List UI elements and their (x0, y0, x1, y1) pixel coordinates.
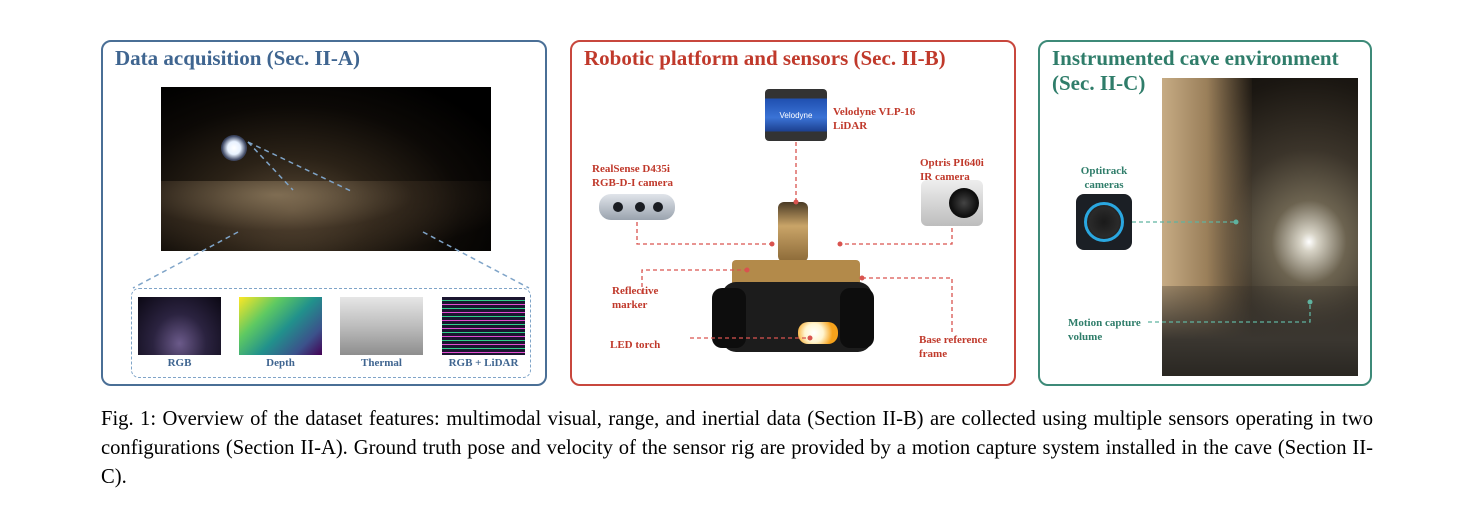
panel-title: Robotic platform and sensors (Sec. II-B) (584, 46, 946, 70)
figure-caption: Fig. 1: Overview of the dataset features… (101, 408, 1373, 488)
optitrack-camera-image (1076, 194, 1132, 250)
led-torch-label: LED torch (610, 339, 661, 351)
depth-label: Depth (266, 357, 295, 369)
thermal-thumbnail (340, 297, 423, 355)
panel-title: Data acquisition (Sec. II-A) (115, 46, 360, 70)
depth-thumbnail (239, 297, 322, 355)
cave-environment-panel: Instrumented cave environment (Sec. II-C… (1038, 40, 1372, 386)
cave-photo (1162, 78, 1358, 376)
robot-platform-image (712, 202, 874, 352)
rgb-lidar-label: RGB + LiDAR (448, 357, 519, 369)
cave-acquisition-image (161, 87, 491, 251)
data-acquisition-panel: Data acquisition (Sec. II-A) RGB Depth T… (101, 40, 547, 386)
reflective-marker-label: Reflective marker (612, 285, 659, 311)
panel-title: Instrumented cave environment (Sec. II-C… (1052, 46, 1339, 95)
velodyne-lidar-image: Velodyne (765, 89, 827, 141)
callout-lines (636, 142, 953, 341)
velodyne-label: Velodyne VLP-16 LiDAR (833, 106, 916, 132)
rgb-thumbnail (138, 297, 221, 355)
rgb-lidar-thumbnail (442, 297, 525, 355)
optitrack-label: Optitrack cameras (1080, 165, 1128, 191)
motion-capture-label: Motion capture volume (1068, 317, 1141, 343)
robotic-platform-panel: Robotic platform and sensors (Sec. II-B)… (570, 40, 1016, 386)
thermal-label: Thermal (361, 357, 402, 369)
realsense-camera-image (599, 194, 675, 220)
rgb-label: RGB (167, 357, 192, 369)
base-frame-label: Base reference frame (919, 334, 988, 360)
optris-ir-camera-image (921, 180, 983, 226)
modality-thumbnails: RGB Depth Thermal RGB + LiDAR (131, 288, 531, 378)
robot-light (221, 135, 247, 161)
callout-lines (1132, 219, 1313, 323)
zoom-lines (132, 141, 530, 289)
realsense-label: RealSense D435i RGB-D-I camera (592, 163, 673, 189)
